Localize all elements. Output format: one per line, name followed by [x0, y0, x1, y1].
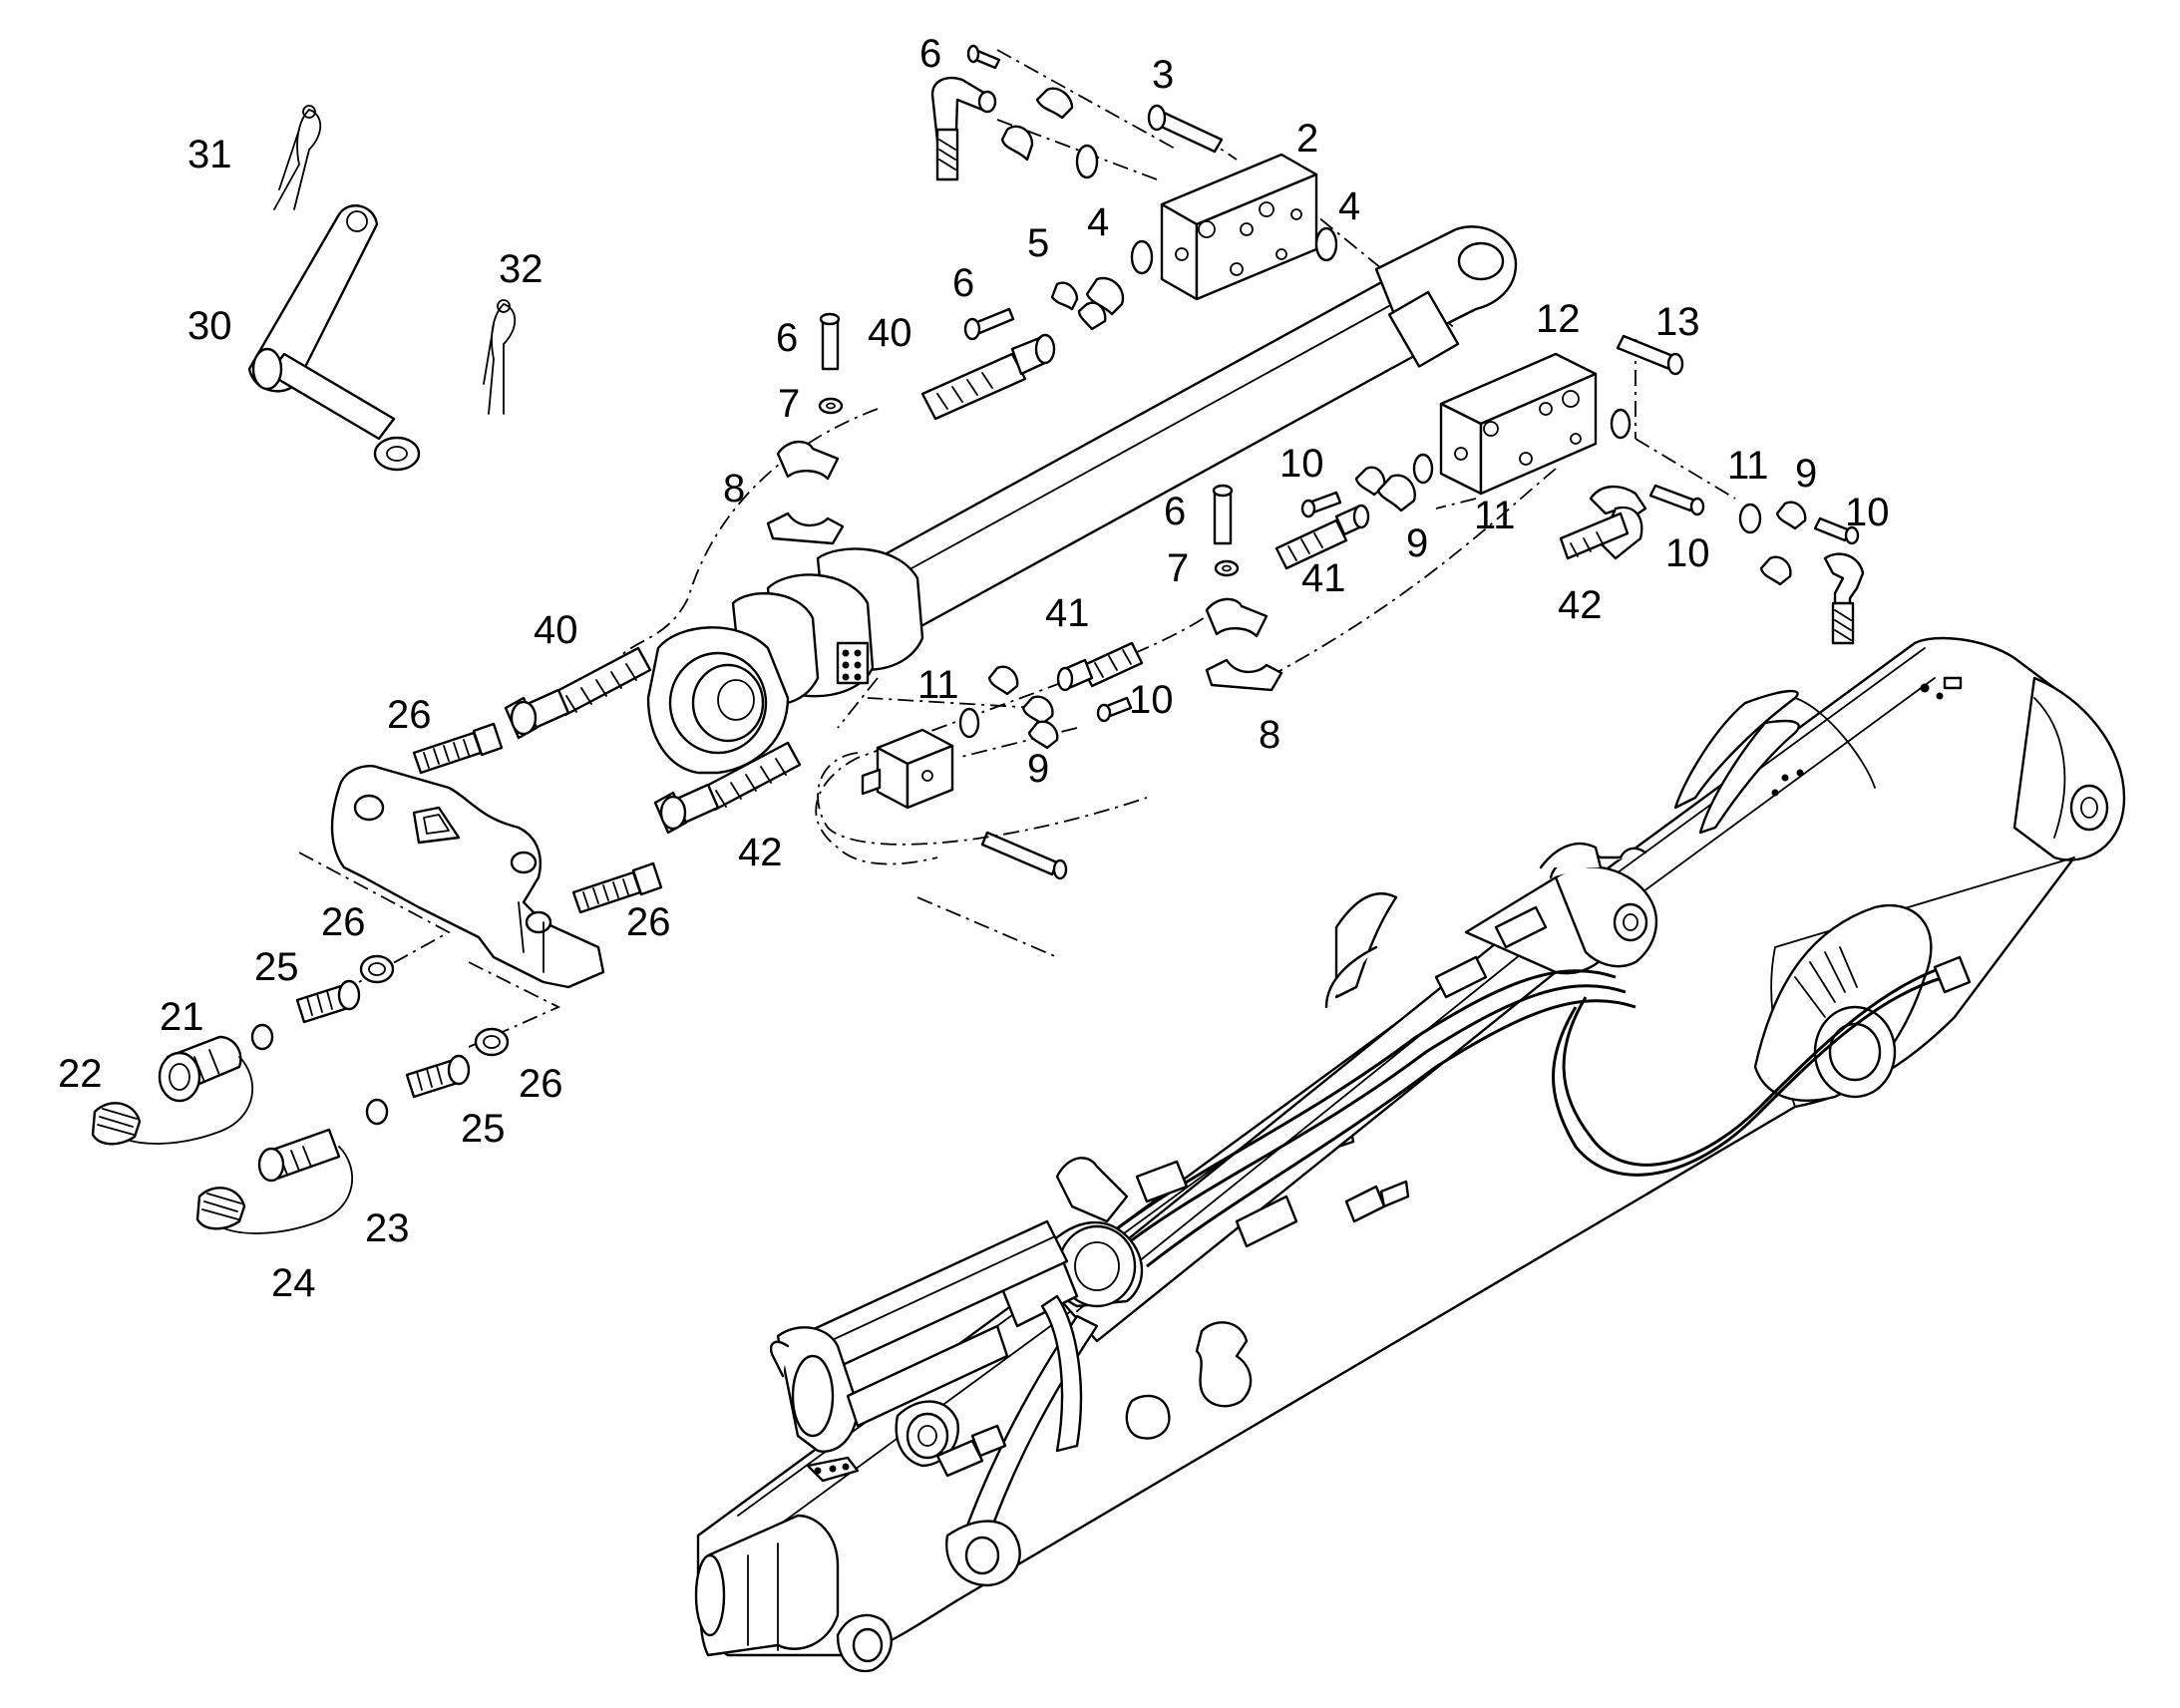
callout-3: 3 — [1152, 53, 1174, 97]
pipe-clamp-8-center — [1205, 597, 1283, 692]
valve-block-2 — [1160, 153, 1318, 301]
callout-40-left: 40 — [534, 608, 578, 652]
callout-26-lower: 26 — [519, 1062, 563, 1106]
callout-7-left: 7 — [778, 382, 800, 426]
flange-clamp-9-upper — [1354, 466, 1416, 512]
callout-25-lower: 25 — [461, 1107, 506, 1151]
bolt-6-clamp-left — [819, 312, 841, 371]
elbow-fitting-right — [1823, 552, 1865, 645]
o-ring-11-right — [1738, 503, 1762, 534]
bolt-10-upper — [1300, 491, 1342, 518]
washer-lower — [365, 1098, 389, 1126]
callout-30: 30 — [187, 304, 232, 348]
callout-labels: 6 3 2 31 4 4 5 32 6 12 13 30 6 40 7 10 1… — [58, 32, 1890, 1305]
callout-31: 31 — [187, 133, 232, 176]
hose-fitting-40-top — [920, 333, 1056, 421]
callout-13: 13 — [1655, 300, 1700, 344]
callout-12: 12 — [1536, 297, 1581, 341]
adaptor-25-lower — [405, 1054, 471, 1099]
assembly-leader-lines — [298, 49, 1736, 1048]
o-ring-4-top — [1075, 144, 1338, 275]
nut-26-upper — [359, 954, 395, 984]
callout-23: 23 — [365, 1206, 410, 1250]
callout-10-right: 10 — [1665, 531, 1710, 575]
hose-fitting-40-left — [504, 646, 652, 740]
callout-4-right: 4 — [1338, 184, 1360, 228]
washer-7-left — [818, 397, 844, 415]
callout-9-lower: 9 — [1027, 747, 1049, 791]
spring-clip-32 — [483, 299, 517, 415]
bolt-3 — [1147, 104, 1224, 154]
callout-8-left: 8 — [723, 467, 745, 511]
washer-7-center — [1214, 559, 1240, 577]
mounting-bracket — [330, 765, 605, 989]
callout-40-top: 40 — [868, 311, 912, 355]
callout-32: 32 — [499, 247, 544, 291]
callout-10-top: 10 — [1279, 442, 1324, 486]
callout-6-mid: 6 — [952, 261, 974, 305]
callout-7-center: 7 — [1167, 546, 1189, 590]
callout-24: 24 — [271, 1261, 316, 1305]
hose-fitting-41-lower — [1056, 641, 1144, 692]
callout-2: 2 — [1296, 117, 1318, 161]
elbow-fitting-top — [930, 76, 997, 181]
coupling-23 — [218, 1128, 353, 1234]
callout-6-top: 6 — [919, 32, 941, 76]
callout-8-center: 8 — [1259, 713, 1280, 757]
callout-11-center: 11 — [1474, 494, 1516, 537]
pipe-clamp-8-left — [766, 440, 845, 545]
flange-clamp-9-right — [1759, 501, 1807, 586]
callout-41-upper: 41 — [1301, 556, 1346, 600]
adaptor-26-lower — [571, 861, 663, 914]
bolt-6-mid — [963, 307, 1015, 341]
adaptor-25-upper — [295, 979, 361, 1024]
dust-cap-24 — [195, 1187, 246, 1230]
flange-clamp-mid — [1050, 276, 1125, 331]
callout-26-bracket: 26 — [321, 900, 366, 944]
valve-block-12 — [1439, 352, 1598, 496]
callout-11-lower: 11 — [917, 663, 959, 707]
callout-9-center: 9 — [1406, 521, 1428, 565]
callout-22: 22 — [58, 1052, 103, 1096]
bolt-6-clamp-center — [1212, 484, 1234, 545]
hose-fitting-42-left — [653, 741, 802, 835]
callout-21: 21 — [160, 995, 204, 1039]
callout-9-right: 9 — [1795, 452, 1817, 496]
bolt-13 — [1616, 334, 1684, 376]
callout-10-lower: 10 — [1129, 678, 1174, 722]
dust-cap-22 — [91, 1102, 142, 1146]
o-ring-11-lower — [958, 707, 980, 739]
flange-clamp-9-lower — [987, 665, 1059, 750]
hose-routing — [817, 752, 1148, 846]
callout-6-center: 6 — [1164, 490, 1186, 533]
elbow-fitting-42-right — [1559, 485, 1647, 560]
callout-6-left: 6 — [776, 316, 798, 360]
callout-41-lower: 41 — [1045, 591, 1090, 635]
rod-end-valve-block — [861, 728, 1068, 880]
excavator-arm — [694, 636, 2126, 1673]
crank-pin-30 — [247, 204, 421, 472]
callout-42-left: 42 — [738, 831, 783, 874]
callout-26-adaptor: 26 — [626, 900, 671, 944]
o-ring-11-upper — [1412, 408, 1632, 485]
callout-5: 5 — [1027, 221, 1049, 265]
bolt-6-top — [966, 44, 1001, 70]
washer-upper — [250, 1023, 274, 1051]
nut-26-lower — [474, 1027, 510, 1057]
flange-clamp-top — [1000, 87, 1074, 162]
coupling-21 — [119, 1035, 253, 1145]
bolt-10-lower — [1096, 696, 1133, 723]
callout-42-right: 42 — [1558, 583, 1603, 627]
spring-clip-31 — [273, 105, 322, 210]
hydraulic-cylinder — [646, 225, 1518, 775]
callout-25-upper: 25 — [254, 945, 299, 989]
adaptor-26-upper — [412, 722, 504, 775]
callout-11-right-top: 11 — [1727, 444, 1769, 488]
callout-10-right-top: 10 — [1845, 491, 1890, 534]
hose-fitting-41-upper — [1274, 504, 1370, 570]
callout-4-left: 4 — [1087, 200, 1109, 244]
callout-26-top: 26 — [387, 693, 432, 737]
bolt-10-right — [1648, 484, 1860, 545]
